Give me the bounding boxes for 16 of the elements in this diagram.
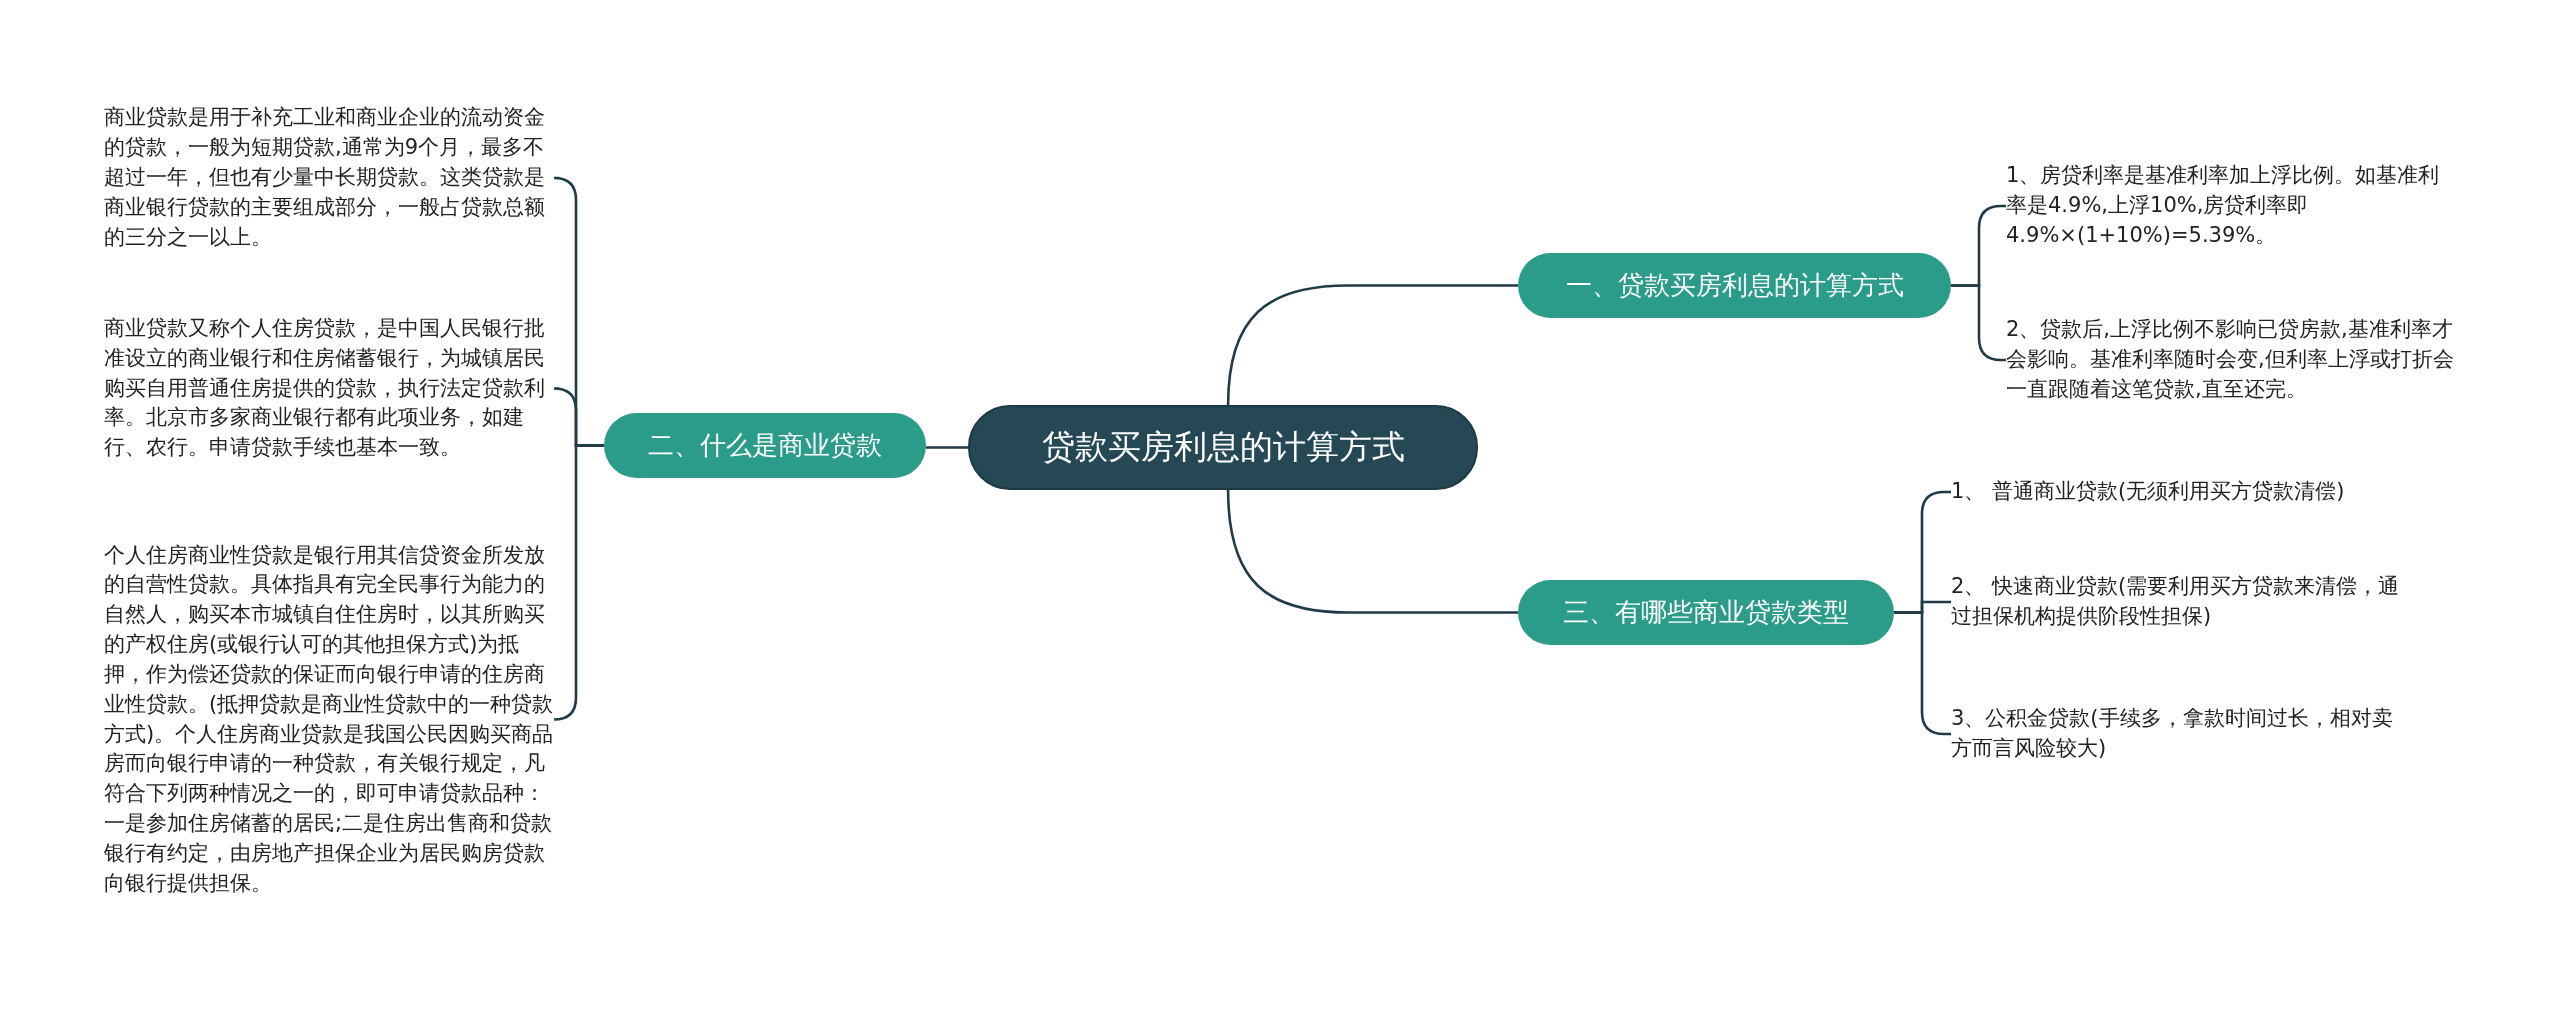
topic-pill: 一、贷款买房利息的计算方式 (1518, 253, 1951, 318)
central-topic: 贷款买房利息的计算方式 (968, 405, 1478, 490)
note-text: 商业贷款是用于补充工业和商业企业的流动资金的贷款，一般为短期贷款,通常为9个月，最多不超过一年，但也有少量中长期贷款。这类贷款是商业银行贷款的主要组成部分，一般占贷款总额的三分之一以上。 (104, 104, 546, 251)
note-text: 2、贷款后,上浮比例不影响已贷房款,基准利率才会影响。基准利率随时会变,但利率上浮或打折会一直跟随着这笔贷款,直至还完。 (2006, 316, 2455, 403)
connector-line (926, 446, 968, 449)
connector-line (552, 444, 604, 721)
topic-pill: 三、有哪些商业贷款类型 (1518, 580, 1894, 645)
note-text: 3、公积金贷款(手续多，拿款时间过长，相对卖方而言风险较大) (1951, 705, 2394, 762)
note-text: 1、房贷利率是基准利率加上浮比例。如基准利率是4.9%,上浮10%,房贷利率即4.9%×(1+10%)=5.39%。 (2006, 162, 2441, 249)
connector-line (1226, 489, 1518, 614)
note-text: 商业贷款又称个人住房贷款，是中国人民银行批准设立的商业银行和住房储蓄银行，为城镇居民购买自用普通住房提供的贷款，执行法定贷款利率。北京市多家商业银行都有此项业务，如建行、农行。申请贷款手续也基本一致。 (104, 314, 546, 462)
note-text: 2、 快速商业贷款(需要利用买方贷款来清偿，通过担保机构提供阶段性担保) (1951, 573, 2401, 630)
note-text: 1、 普通商业贷款(无须利用买方贷款清偿) (1951, 478, 2345, 506)
topic-pill: 二、什么是商业贷款 (604, 413, 926, 478)
note-text: 个人住房商业性贷款是银行用其信贷资金所发放的自营性贷款。具体指具有完全民事行为能力的自然人，购买本市城镇自住住房时，以其所购买的产权住房(或银行认可的其他担保方式)为抵押，作为偿还贷款的保证而向银行申请的住房商业性贷款。(抵押贷款是商业性贷款中的一种贷款方式)。个人住房商业贷款是我国公民因购买商品房而向银行申请的一种贷款，有关银行规定，凡符合下列两种情况之一的，即可申请贷款品种：一是参加住房储蓄的居民;二是住房出售商和贷款银行有约定，由房地产担保企业为居民购房贷款向银行提供担保。 (104, 541, 555, 897)
connector-line (1226, 284, 1518, 406)
